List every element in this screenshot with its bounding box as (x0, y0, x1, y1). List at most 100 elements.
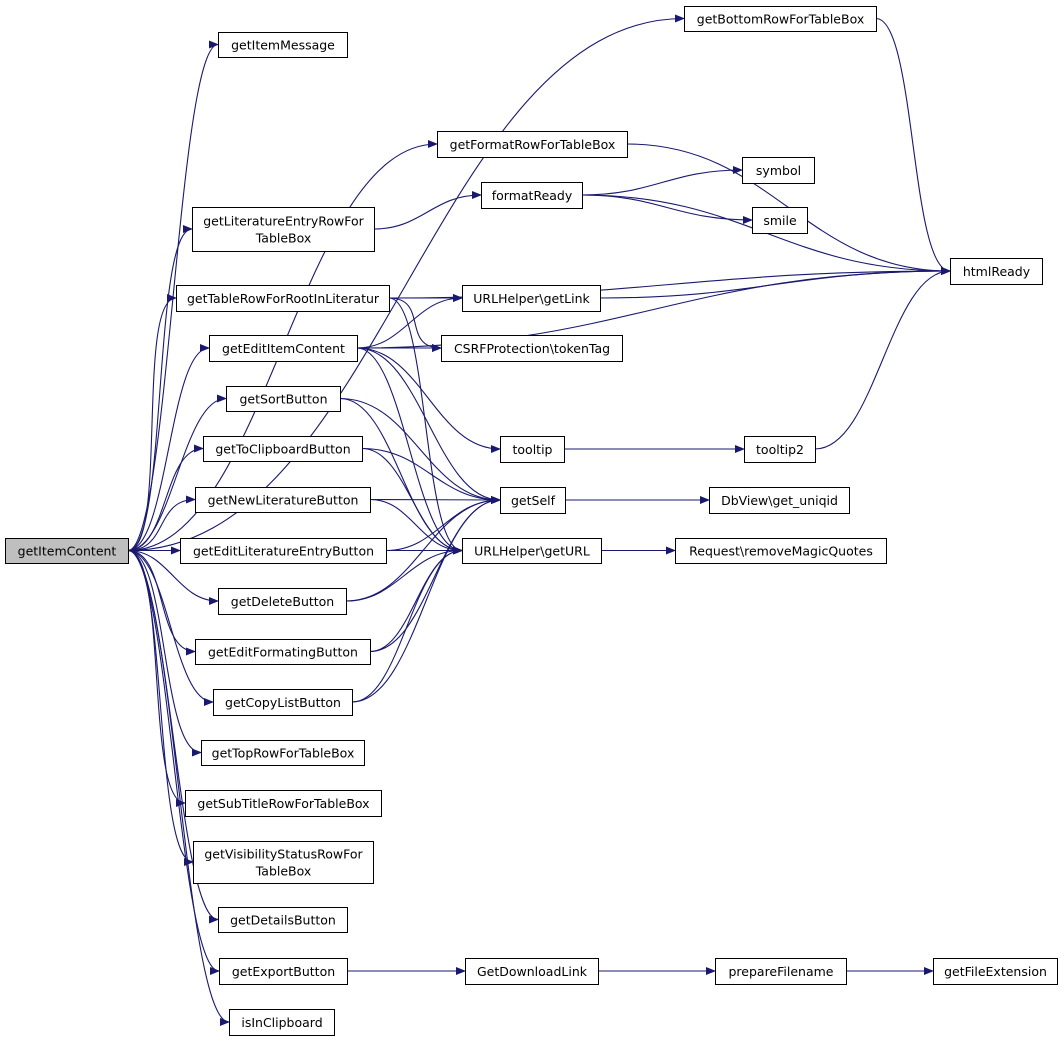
node-label: getEditLiteratureEntryButton (193, 544, 374, 559)
node-get-edit-formating-button[interactable]: getEditFormatingButton (195, 639, 371, 665)
node-box (675, 538, 887, 564)
node-format-ready[interactable]: formatReady (481, 182, 583, 209)
node-get-sub-title-row-for-table-box[interactable]: getSubTitleRowForTableBox (185, 790, 382, 817)
node-smile[interactable]: smile (752, 207, 808, 234)
edge-get-sort-button-to-get-self (339, 397, 501, 504)
node-label: getVisibilityStatusRowFor (204, 847, 363, 862)
node-label: getBottomRowForTableBox (697, 12, 864, 27)
node-label: getToClipboardButton (215, 442, 350, 457)
node-get-download-link[interactable]: GetDownloadLink (465, 958, 599, 985)
edge-get-new-literature-button-to-get-self (369, 495, 501, 504)
node-box (500, 436, 565, 463)
node-label: tooltip2 (756, 442, 804, 457)
node-label: getItemMessage (231, 38, 335, 53)
node-box (5, 538, 129, 564)
node-box (218, 588, 347, 615)
node-box (195, 487, 371, 513)
edge-get-edit-item-content-to-url-helper-get-link (356, 294, 463, 349)
node-label: getItemContent (18, 544, 117, 559)
node-box (180, 538, 387, 564)
node-box (203, 436, 363, 462)
node-get-format-row-for-table-box[interactable]: getFormatRowForTableBox (437, 131, 628, 158)
node-label: getFormatRowForTableBox (450, 137, 616, 152)
node-label: getEditItemContent (222, 341, 345, 356)
node-label: TableBox (255, 231, 312, 246)
node-label: getExportButton (232, 964, 335, 979)
node-get-export-button[interactable]: getExportButton (219, 958, 348, 985)
node-label: GetDownloadLink (477, 964, 588, 979)
node-box (441, 335, 623, 362)
node-box (462, 538, 602, 564)
node-label: getDetailsButton (230, 913, 336, 928)
node-box (176, 285, 390, 312)
node-box (684, 6, 877, 32)
node-get-copy-list-button[interactable]: getCopyListButton (213, 689, 353, 716)
edge-get-item-content-to-get-copy-list-button (127, 549, 214, 706)
edge-get-item-content-to-get-new-literature-button (127, 495, 196, 552)
node-get-table-row-for-root-in-literatur[interactable]: getTableRowForRootInLiteratur (176, 285, 390, 312)
edge-format-ready-to-smile (581, 194, 753, 224)
node-label: DbView\get_uniqid (721, 493, 838, 508)
node-get-bottom-row-for-table-box[interactable]: getBottomRowForTableBox (684, 6, 877, 32)
node-label: symbol (756, 163, 801, 178)
node-box (465, 958, 599, 985)
node-get-sort-button[interactable]: getSortButton (226, 386, 341, 412)
node-box (195, 639, 371, 665)
node-label: URLHelper\getURL (474, 544, 590, 559)
node-label: getDeleteButton (231, 594, 334, 609)
node-box (744, 436, 816, 463)
node-box (226, 386, 341, 412)
node-url-helper-get-link[interactable]: URLHelper\getLink (462, 285, 601, 312)
edge-get-edit-formating-button-to-url-helper-get-url (369, 546, 463, 653)
node-box (950, 258, 1043, 285)
node-get-edit-literature-entry-button[interactable]: getEditLiteratureEntryButton (180, 538, 387, 564)
node-symbol[interactable]: symbol (742, 157, 815, 184)
node-get-file-extension[interactable]: getFileExtension (933, 958, 1058, 985)
edge-get-table-row-for-root-in-literatur-to-url-helper-get-url (388, 297, 463, 555)
node-url-helper-get-url[interactable]: URLHelper\getURL (462, 538, 602, 564)
node-tooltip2[interactable]: tooltip2 (744, 436, 816, 463)
node-label: Request\removeMagicQuotes (689, 544, 873, 559)
edge-format-ready-to-symbol (581, 166, 743, 196)
edge-get-delete-button-to-url-helper-get-url (345, 546, 463, 602)
node-get-delete-button[interactable]: getDeleteButton (218, 588, 347, 615)
node-label: isInClipboard (241, 1015, 322, 1030)
node-label: getTopRowForTableBox (212, 746, 355, 761)
node-box (933, 958, 1058, 985)
node-csrf-protection-token-tag[interactable]: CSRFProtection\tokenTag (441, 335, 623, 362)
edge-get-item-content-to-get-export-button (127, 549, 220, 975)
node-get-self[interactable]: getSelf (500, 487, 566, 514)
node-box (715, 958, 847, 985)
node-box (185, 790, 382, 817)
node-label: htmlReady (963, 264, 1031, 279)
node-label: formatReady (492, 188, 573, 203)
node-db-view-get-uniqid[interactable]: DbView\get_uniqid (709, 487, 850, 514)
node-prepare-filename[interactable]: prepareFilename (715, 958, 847, 985)
node-box (192, 207, 375, 252)
edge-get-edit-item-content-to-tooltip (356, 347, 501, 453)
node-box (500, 487, 566, 514)
edge-get-item-content-to-get-bottom-row-for-table-box (127, 14, 685, 552)
edge-get-item-content-to-get-delete-button (127, 549, 219, 605)
node-get-edit-item-content[interactable]: getEditItemContent (209, 335, 358, 362)
node-get-to-clipboard-button[interactable]: getToClipboardButton (203, 436, 363, 462)
node-get-top-row-for-table-box[interactable]: getTopRowForTableBox (201, 740, 365, 766)
node-box (742, 157, 815, 184)
node-get-item-content[interactable]: getItemContent (5, 538, 129, 564)
node-get-item-message[interactable]: getItemMessage (218, 32, 348, 58)
node-box (193, 841, 374, 884)
node-label: getNewLiteratureButton (208, 493, 359, 508)
node-html-ready[interactable]: htmlReady (950, 258, 1043, 285)
node-get-details-button[interactable]: getDetailsButton (218, 907, 348, 933)
edge-get-literature-entry-row-for-table-box-to-format-ready (373, 191, 482, 230)
node-is-in-clipboard[interactable]: isInClipboard (229, 1009, 335, 1036)
node-box (229, 1009, 335, 1036)
node-tooltip[interactable]: tooltip (500, 436, 565, 463)
node-request-remove-magic-quotes[interactable]: Request\removeMagicQuotes (675, 538, 887, 564)
node-get-new-literature-button[interactable]: getNewLiteratureButton (195, 487, 371, 513)
edge-get-item-content-to-is-in-clipboard (127, 549, 230, 1026)
edge-get-item-content-to-get-to-clipboard-button (127, 444, 204, 552)
